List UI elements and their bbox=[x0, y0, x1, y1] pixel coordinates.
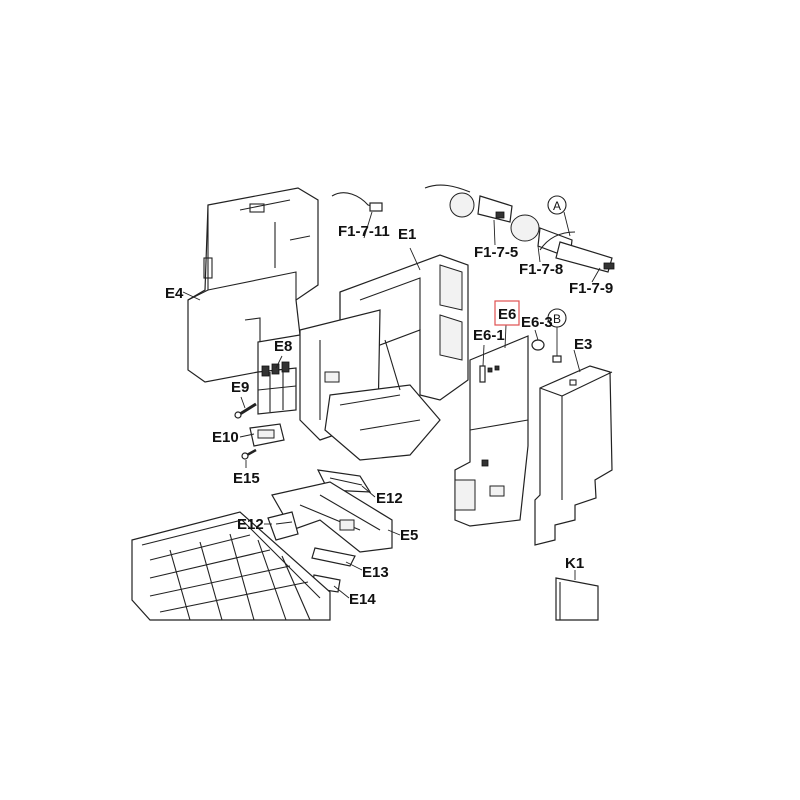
label-e3: E3 bbox=[574, 336, 592, 353]
part-k1-manual bbox=[555, 577, 599, 621]
part-e13 bbox=[311, 547, 356, 567]
label-e6-1: E6-1 bbox=[473, 327, 505, 344]
label-e9: E9 bbox=[231, 379, 249, 396]
marker-b-text: B bbox=[553, 312, 561, 326]
part-e9-screw bbox=[234, 402, 257, 419]
label-e6: E6 bbox=[498, 306, 516, 323]
part-e3-cover bbox=[534, 365, 613, 546]
label-e5: E5 bbox=[400, 527, 418, 544]
marker-a: A bbox=[547, 195, 567, 215]
part-f1-7-sensor-assembly bbox=[424, 184, 615, 273]
label-f1-7-5: F1-7-5 bbox=[474, 244, 518, 261]
part-b-nut bbox=[552, 326, 562, 363]
part-e6-pcb bbox=[454, 335, 529, 527]
part-e6-1-spacer bbox=[479, 365, 486, 383]
leader-lines bbox=[182, 211, 601, 599]
label-e13: E13 bbox=[362, 564, 389, 581]
label-k1: K1 bbox=[565, 555, 584, 572]
part-e15-screw bbox=[241, 448, 257, 460]
part-e8-terminal-block bbox=[257, 361, 297, 415]
part-front-grille bbox=[131, 511, 331, 621]
label-e10: E10 bbox=[212, 429, 239, 446]
marker-b: B bbox=[547, 308, 567, 328]
label-e12-upper: E12 bbox=[376, 490, 403, 507]
label-f1-7-8: F1-7-8 bbox=[519, 261, 563, 278]
label-e6-3: E6-3 bbox=[521, 314, 553, 331]
e6-highlight-box bbox=[494, 300, 520, 326]
label-e14: E14 bbox=[349, 591, 376, 608]
part-e12-lower bbox=[267, 511, 299, 541]
marker-a-text: A bbox=[553, 199, 561, 213]
label-e4: E4 bbox=[165, 285, 184, 302]
part-e10-clamp bbox=[249, 423, 285, 447]
part-f1-7-11-cable bbox=[331, 192, 383, 212]
part-e4-cover bbox=[187, 187, 319, 383]
label-e8: E8 bbox=[274, 338, 292, 355]
label-e12-lower: E12 bbox=[237, 516, 264, 533]
label-f1-7-11: F1-7-11 bbox=[338, 223, 390, 240]
label-e1: E1 bbox=[398, 226, 416, 243]
label-f1-7-9: F1-7-9 bbox=[569, 280, 613, 297]
part-e6-3-ring bbox=[531, 339, 545, 351]
label-e15: E15 bbox=[233, 470, 260, 487]
part-e1-control-box bbox=[299, 254, 469, 461]
